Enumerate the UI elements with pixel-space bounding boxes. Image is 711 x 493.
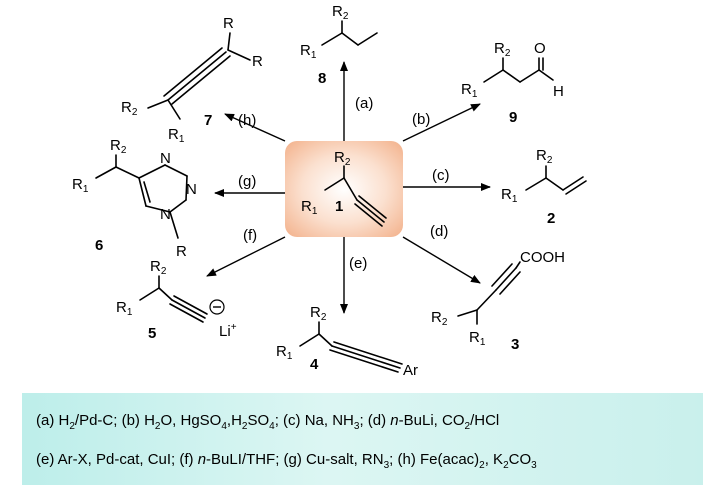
arrow-d (402, 236, 481, 284)
svg-text:R: R (252, 53, 263, 70)
condition-text-run: (e) Ar-X, Pd-cat, CuI; (f) (36, 451, 198, 468)
svg-text:R2: R2 (121, 99, 138, 118)
compound-5-number: 5 (148, 325, 156, 342)
svg-text:R2: R2 (431, 309, 448, 328)
condition-text-run: 3 (531, 460, 537, 471)
arrow-label-e: (e) (349, 255, 367, 272)
arrow-label-d: (d) (430, 223, 448, 240)
svg-text:R1: R1 (501, 186, 518, 205)
arrow-label-h: (h) (238, 112, 256, 129)
condition-text-run: SO (247, 412, 270, 429)
arrow-b (402, 103, 481, 142)
condition-text-run: ,H (226, 412, 242, 429)
condition-text-run: 3 (353, 421, 360, 432)
svg-text:Li+: Li+ (219, 322, 237, 340)
condition-text-run: 4 (221, 421, 227, 432)
compound-2: R2 R1 2 (501, 147, 587, 227)
compound-3: COOH R2 R1 3 (431, 249, 565, 353)
svg-text:R2: R2 (310, 304, 327, 323)
condition-text-run: 2 (241, 421, 248, 432)
compound-4: R2 R1 Ar 4 (276, 304, 418, 375)
svg-text:R1: R1 (116, 299, 133, 318)
condition-text-run: 3 (383, 460, 390, 471)
svg-text:R1: R1 (469, 329, 486, 348)
conditions-line-2: (e) Ar-X, Pd-cat, CuI; (f) n-BuLI/THF; (… (36, 451, 537, 471)
compound-8: R2 R1 8 (300, 3, 378, 87)
compound-7-number: 7 (204, 112, 212, 129)
compound-9-number: 9 (509, 109, 517, 126)
condition-text-run: n (390, 412, 399, 429)
condition-text-run: 4 (269, 421, 275, 432)
svg-text:R2: R2 (536, 147, 553, 166)
condition-text-run: 2 (154, 421, 161, 432)
arrow-label-f: (f) (243, 227, 257, 244)
compound-6: R2 R1 N N N R 6 (72, 137, 197, 260)
svg-text:N: N (186, 181, 197, 198)
condition-text-run: ; (d) (359, 412, 391, 429)
svg-text:Ar: Ar (403, 362, 418, 375)
compound-1-number: 1 (335, 198, 343, 215)
condition-text-run: 2 (464, 421, 471, 432)
condition-text-run: -BuLi, CO (398, 412, 465, 429)
condition-text-run: 2 (503, 460, 509, 471)
arrow-label-g: (g) (238, 173, 256, 190)
svg-text:R1: R1 (461, 81, 478, 100)
compound-3-number: 3 (511, 336, 519, 353)
arrow-f (206, 236, 286, 277)
condition-text-run: ; (c) Na, NH (274, 412, 354, 429)
compound-4-number: 4 (310, 356, 319, 373)
svg-text:R2: R2 (494, 40, 511, 59)
svg-text:COOH: COOH (520, 249, 565, 266)
condition-text-run: -BuLI/THF; (g) Cu-salt, RN (206, 451, 384, 468)
arrow-label-c: (c) (432, 167, 450, 184)
condition-text-run: 2 (69, 421, 75, 432)
condition-text-run: O, HgSO (160, 412, 222, 429)
condition-text-run: /Pd-C; (b) H (74, 412, 155, 429)
svg-text:R2: R2 (332, 3, 349, 22)
svg-text:R2: R2 (150, 258, 167, 277)
svg-text:R: R (176, 243, 187, 260)
compound-2-number: 2 (547, 210, 555, 227)
reaction-conditions-box: (a) H2/Pd-C; (b) H2O, HgSO4,H2SO4; (c) N… (22, 393, 703, 485)
condition-text-run: n (197, 451, 207, 468)
conditions-line-1: (a) H2/Pd-C; (b) H2O, HgSO4,H2SO4; (c) N… (36, 412, 499, 432)
arrow-label-b: (b) (412, 111, 430, 128)
condition-text-run: /HCl (470, 412, 500, 429)
compound-6-number: 6 (95, 237, 103, 254)
svg-text:N: N (160, 150, 171, 167)
svg-text:R1: R1 (276, 343, 293, 362)
condition-text-run: , K (484, 451, 504, 468)
condition-text-run: ; (h) Fe(acac) (389, 451, 480, 468)
condition-text-run: 2 (479, 460, 485, 471)
arrow-h (224, 113, 286, 142)
svg-text:R1: R1 (168, 126, 185, 145)
svg-text:O: O (534, 40, 546, 57)
compound-9: R2 R1 O H 9 (461, 40, 564, 126)
svg-text:R: R (223, 15, 234, 32)
condition-text-run: CO (508, 451, 532, 468)
svg-text:N: N (160, 206, 171, 223)
arrow-label-a: (a) (355, 95, 373, 112)
compound-8-number: 8 (318, 70, 326, 87)
reaction-scheme: R2 R1 1 (a) (b) (c) (d) (e) (f) (g) (h) … (72, 3, 587, 375)
condition-text-run: (a) H (36, 412, 70, 429)
svg-text:R2: R2 (110, 137, 127, 156)
svg-text:R1: R1 (300, 42, 317, 61)
svg-text:H: H (553, 83, 564, 100)
svg-text:R1: R1 (72, 176, 89, 195)
